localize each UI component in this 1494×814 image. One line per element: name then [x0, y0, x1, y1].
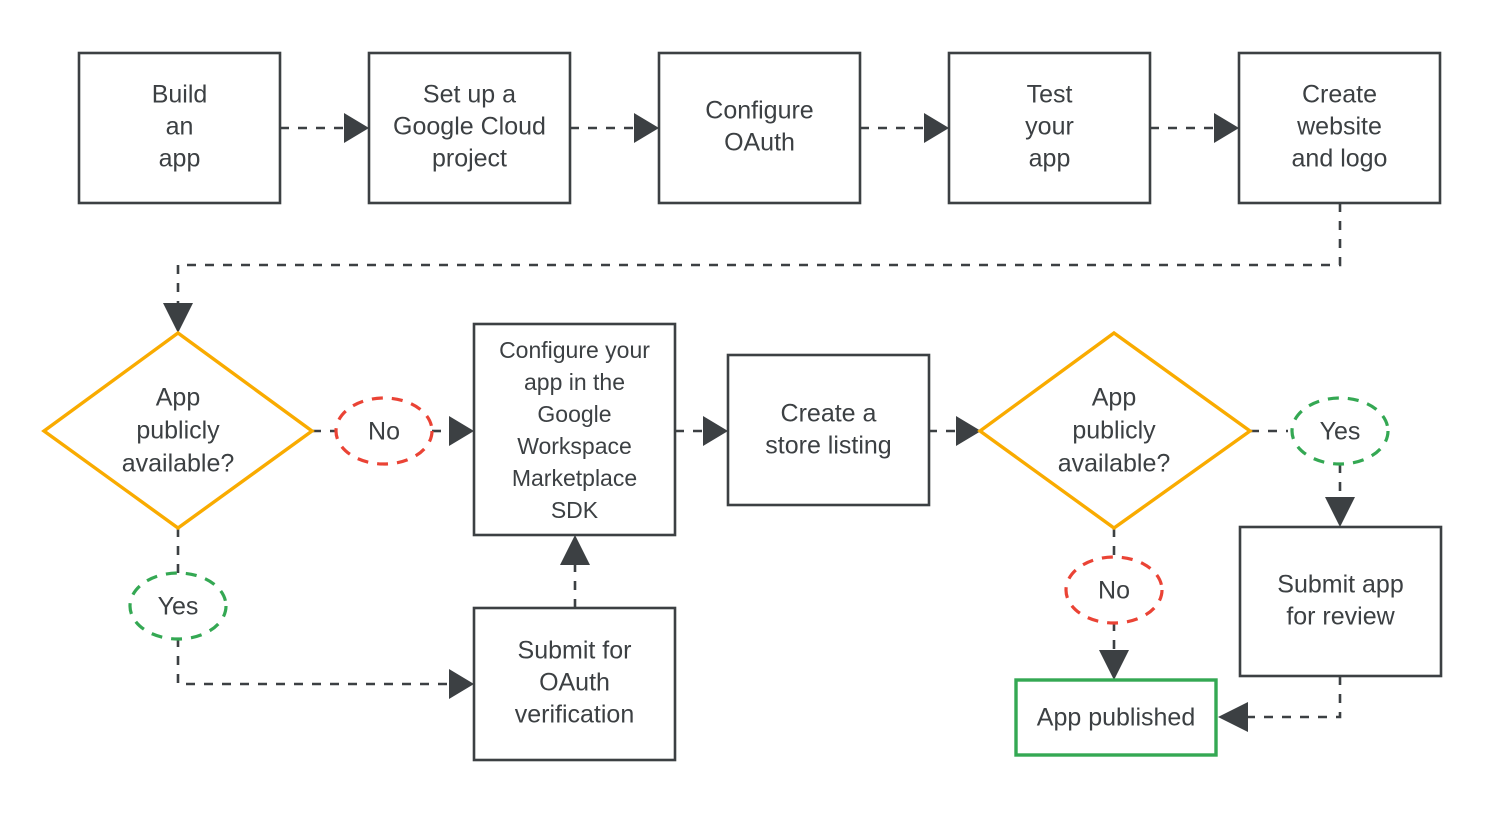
edge-website-to-decision1 — [163, 203, 1342, 333]
node-box — [1238, 525, 1443, 678]
node-label-line: Workspace — [517, 433, 632, 459]
node-app-published[interactable]: App published — [1014, 678, 1218, 757]
edge-layer — [163, 113, 1355, 732]
node-box — [77, 51, 282, 205]
bubble-outline — [1290, 396, 1390, 466]
node-box — [1014, 678, 1218, 757]
node-box — [472, 606, 677, 762]
node-label-line: app in the — [524, 369, 625, 395]
node-label-line: for review — [1286, 603, 1395, 631]
node-submit-for-oauth-verification[interactable]: Submit for OAuth verification — [472, 606, 677, 762]
node-label-line: and logo — [1292, 145, 1388, 173]
node-label-line: Build — [152, 81, 208, 109]
edge-oauth-to-test — [860, 113, 949, 143]
bubble-outline — [128, 571, 228, 641]
node-label-line: Test — [1027, 81, 1073, 109]
edge-build-to-setup — [280, 113, 369, 143]
branch-label-yes-2: Yes — [1290, 396, 1390, 466]
node-configure-oauth[interactable]: Configure OAuth — [657, 51, 862, 205]
edge-review-to-published — [1218, 676, 1342, 732]
node-box — [657, 51, 862, 205]
node-label-line: verification — [515, 701, 635, 729]
node-label-line: OAuth — [724, 129, 795, 157]
node-label-line: Configure your — [499, 337, 650, 363]
node-label-line: Configure — [705, 97, 813, 125]
node-label-line: App — [156, 384, 200, 412]
decision-diamond — [977, 330, 1253, 531]
decision-diamond — [41, 330, 315, 531]
node-box — [726, 353, 931, 507]
node-label-line: OAuth — [539, 669, 610, 697]
branch-label-yes-1: Yes — [128, 571, 228, 641]
node-label-line: project — [432, 145, 507, 173]
node-label-line: Create a — [781, 400, 877, 428]
node-label-line: Submit app — [1277, 571, 1403, 599]
node-set-up-gcp-project[interactable]: Set up a Google Cloud project — [367, 51, 572, 205]
bubble-text: No — [368, 418, 400, 446]
node-decision-app-publicly-available-2[interactable]: App publicly available? — [977, 330, 1253, 531]
node-label-line: Set up a — [423, 81, 516, 109]
node-box — [367, 51, 572, 205]
node-label-line: Marketplace — [512, 465, 637, 491]
node-label-line: publicly — [1072, 417, 1156, 445]
edge-sdk-to-store-listing — [675, 416, 728, 446]
node-label-line: SDK — [551, 497, 599, 523]
edge-decision2-yes-to-review — [1250, 429, 1355, 527]
node-label-line: Google Cloud — [393, 113, 546, 141]
bubble-text: No — [1098, 577, 1130, 605]
node-box — [472, 322, 677, 537]
node-configure-app-in-marketplace-sdk[interactable]: Configure your app in the Google Workspa… — [472, 322, 677, 537]
bubble-outline — [334, 396, 434, 466]
edge-decision1-yes-to-oauth-verification — [176, 528, 474, 699]
node-box — [1237, 51, 1442, 205]
node-label-line: an — [166, 113, 194, 141]
branch-label-no-1: No — [334, 396, 434, 466]
edge-decision2-no-to-published — [1099, 528, 1129, 680]
bubble-text: Yes — [1320, 418, 1361, 446]
edge-oauth-verification-to-sdk — [560, 535, 590, 608]
node-label-line: website — [1296, 113, 1382, 141]
edge-store-listing-to-decision2 — [928, 416, 981, 446]
edge-setup-to-oauth — [570, 113, 659, 143]
node-submit-app-for-review[interactable]: Submit app for review — [1238, 525, 1443, 678]
node-test-your-app[interactable]: Test your app — [947, 51, 1152, 205]
bubble-outline — [1064, 555, 1164, 625]
node-label-line: publicly — [136, 417, 220, 445]
bubble-text: Yes — [158, 593, 199, 621]
node-label-line: available? — [1058, 450, 1171, 478]
node-box — [947, 51, 1152, 205]
node-label-line: store listing — [765, 432, 891, 460]
node-label-line: Create — [1302, 81, 1377, 109]
node-build-an-app[interactable]: Build an app — [77, 51, 282, 205]
node-label-line: app — [1029, 145, 1071, 173]
node-label-line: app — [159, 145, 201, 173]
branch-label-no-2: No — [1064, 555, 1164, 625]
edge-decision1-no-to-sdk — [312, 416, 474, 446]
node-create-website-and-logo[interactable]: Create website and logo — [1237, 51, 1442, 205]
node-label-line: App — [1092, 384, 1136, 412]
node-label-line: your — [1025, 113, 1074, 141]
node-decision-app-publicly-available-1[interactable]: App publicly available? — [41, 330, 315, 531]
edge-test-to-website — [1150, 113, 1239, 143]
node-label-line: App published — [1037, 704, 1195, 732]
node-label-line: Google — [537, 401, 611, 427]
node-create-a-store-listing[interactable]: Create a store listing — [726, 353, 931, 507]
node-label-line: Submit for — [518, 637, 632, 665]
node-label-line: available? — [122, 450, 235, 478]
